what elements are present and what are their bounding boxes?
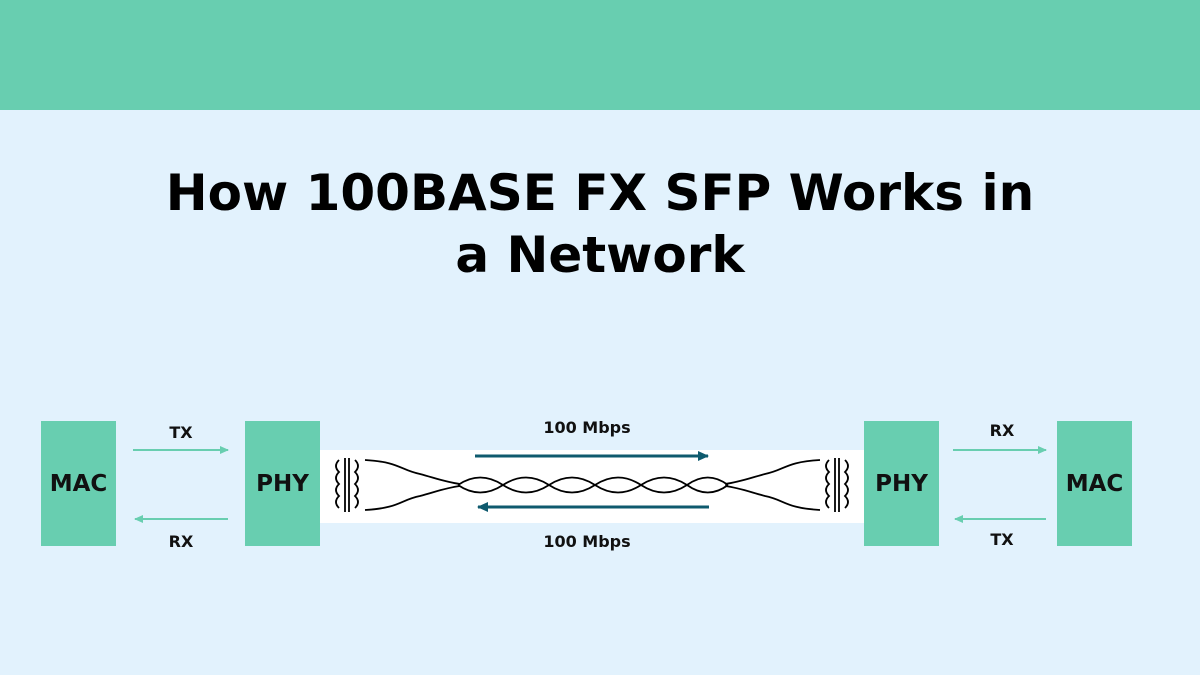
left-mac-label: MAC	[49, 470, 108, 497]
right-rx-label: RX	[989, 421, 1015, 440]
left-phy-box: PHY	[245, 421, 320, 546]
left-transformer-icon	[335, 458, 359, 512]
title-line-1: How 100BASE FX SFP Works in	[165, 164, 1035, 222]
right-phy-label: PHY	[875, 470, 928, 497]
cable-left-fanout	[364, 459, 461, 511]
title-line-2: a Network	[455, 226, 745, 284]
left-rx-label: RX	[168, 532, 194, 551]
cable-right-fanout	[724, 459, 821, 511]
top-speed-label: 100 Mbps	[543, 418, 631, 437]
left-phy-label: PHY	[256, 470, 309, 497]
page-title: How 100BASE FX SFP Works in a Network	[100, 162, 1100, 286]
right-tx-label: TX	[990, 530, 1014, 549]
right-transformer-icon	[825, 458, 849, 512]
twisted-pair-cable	[457, 476, 729, 494]
right-mac-box: MAC	[1057, 421, 1132, 546]
left-mac-box: MAC	[41, 421, 116, 546]
right-mac-label: MAC	[1065, 470, 1124, 497]
header-band	[0, 0, 1200, 110]
right-phy-box: PHY	[864, 421, 939, 546]
left-tx-label: TX	[169, 423, 193, 442]
bottom-speed-label: 100 Mbps	[543, 532, 631, 551]
